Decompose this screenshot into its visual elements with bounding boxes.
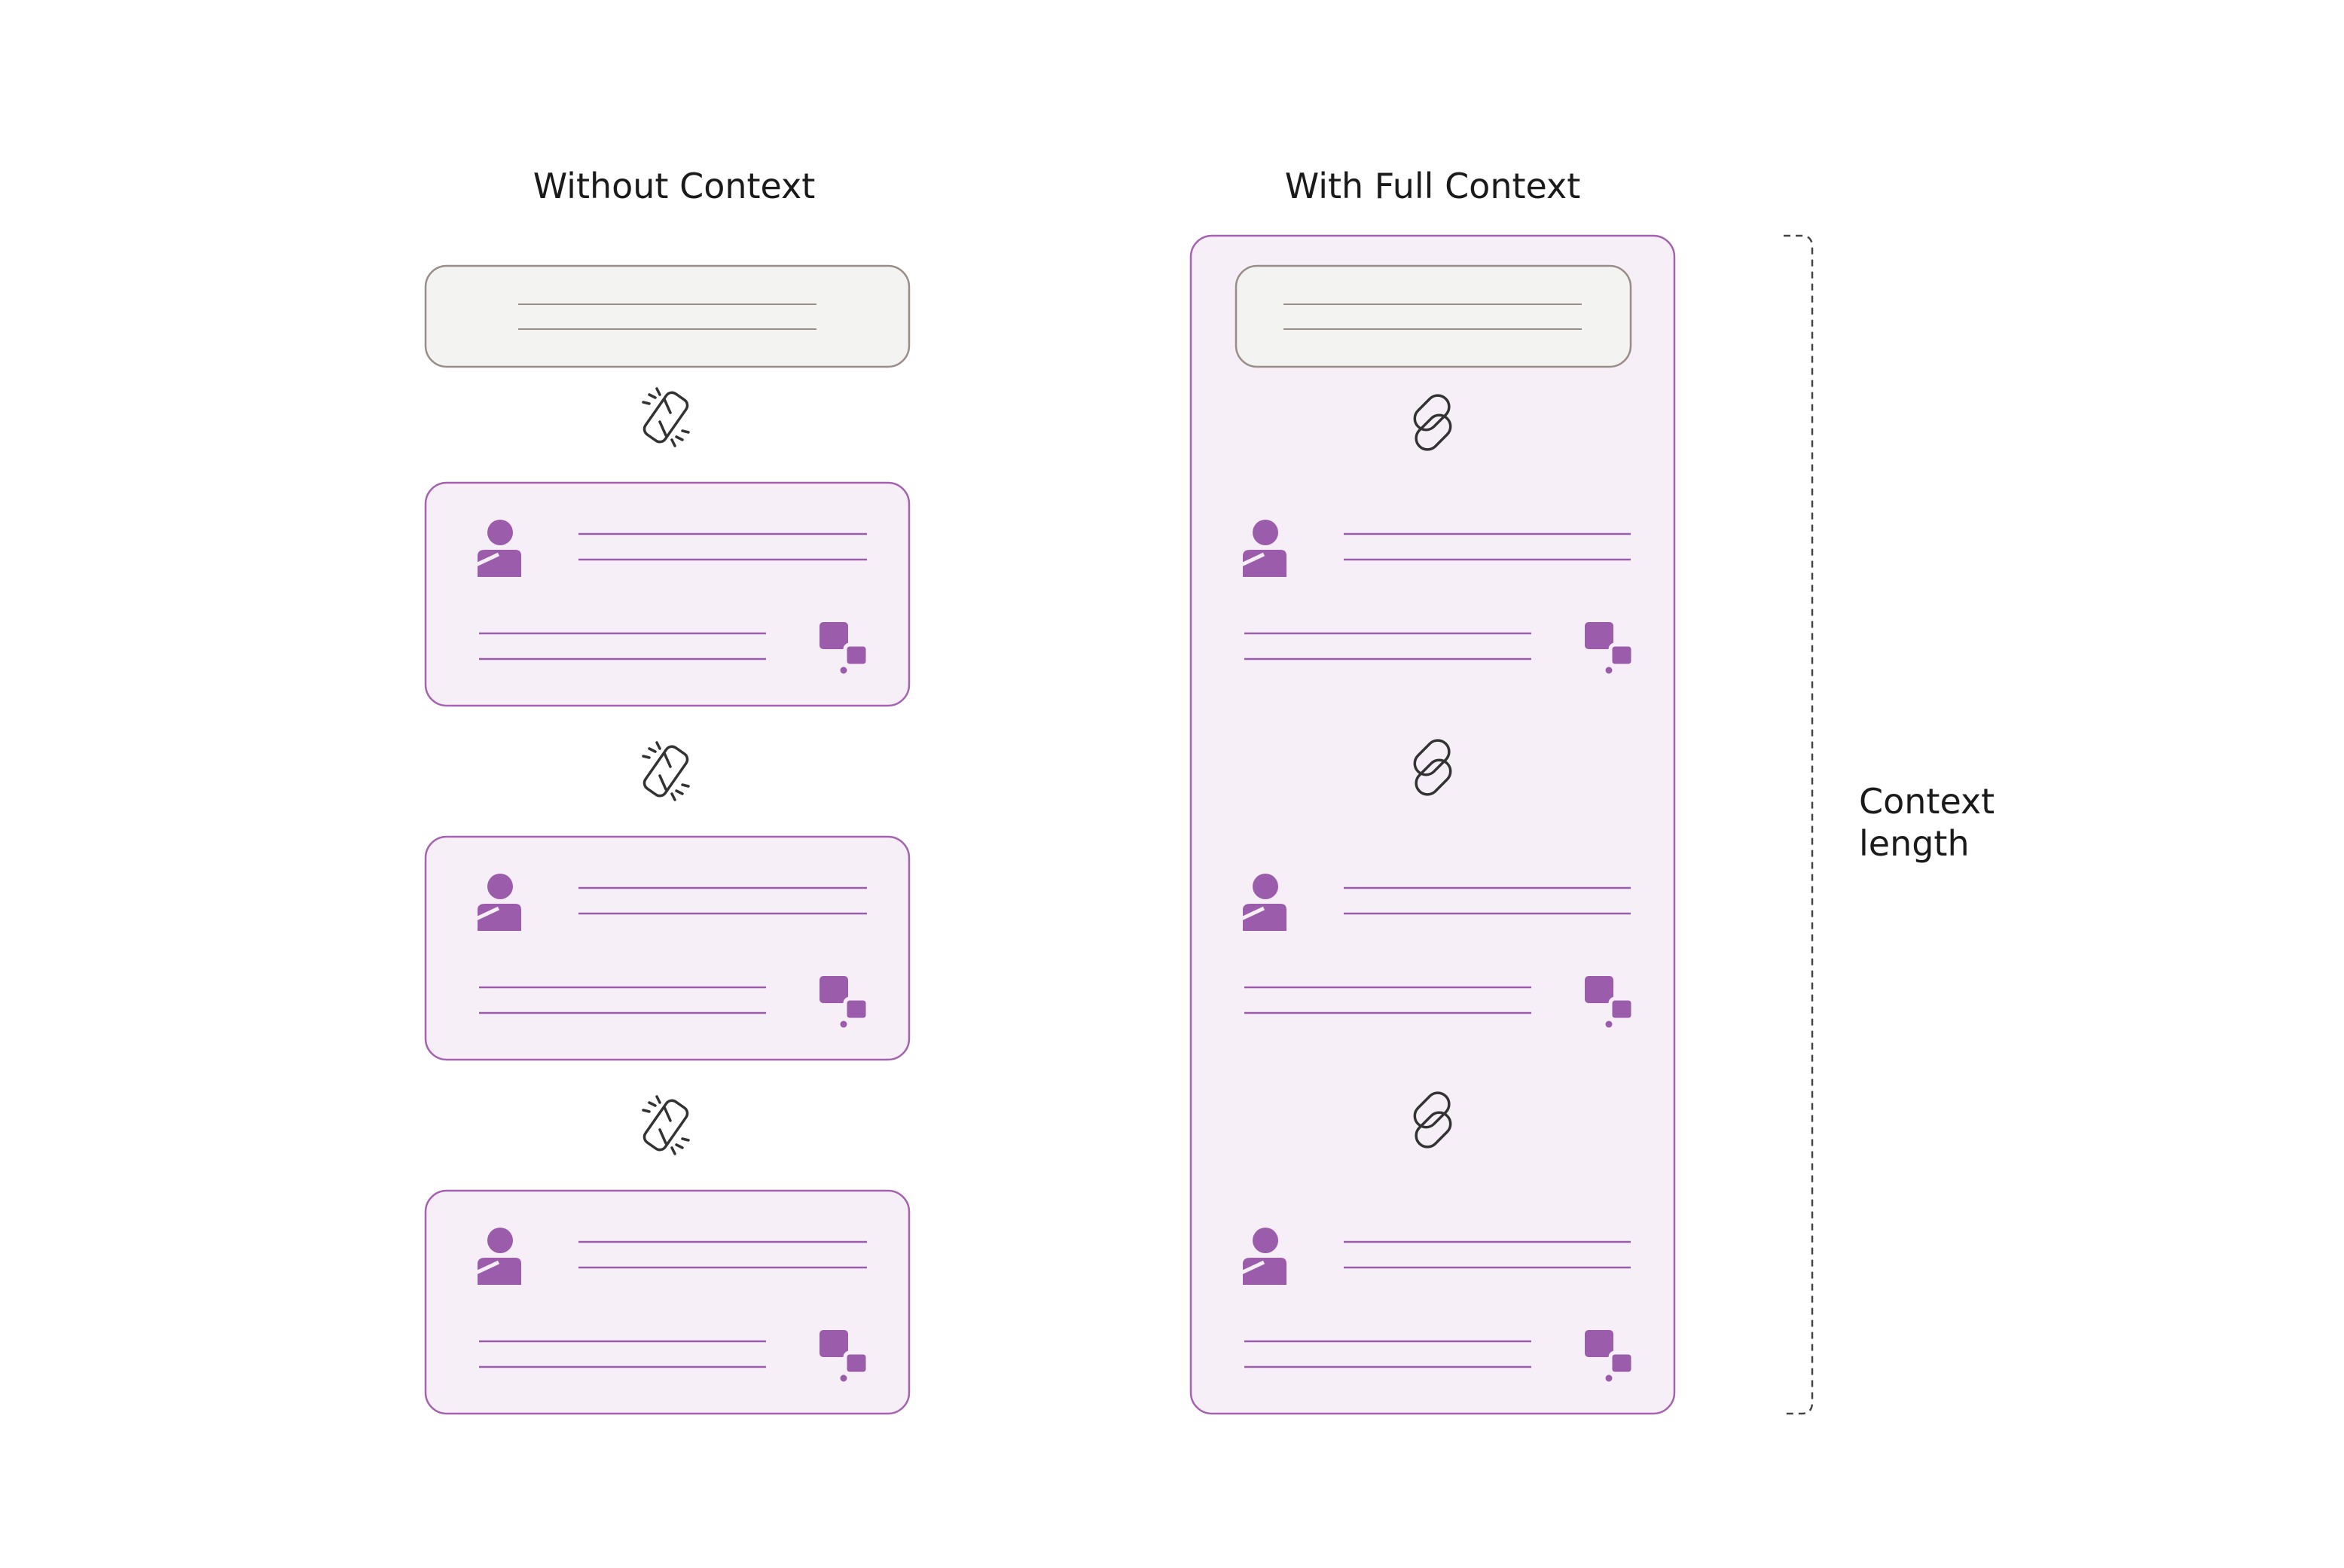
context-length-label-line-2: length — [1859, 823, 1970, 864]
system-prompt-box — [1235, 264, 1632, 368]
context-length-bracket — [1784, 234, 1814, 1415]
message-card — [1241, 520, 1633, 674]
message-card — [424, 835, 911, 1061]
column-title-without-context: Without Context — [533, 166, 816, 206]
broken-link-icon — [640, 741, 691, 801]
broken-link-icon — [640, 387, 691, 447]
message-card — [424, 481, 911, 707]
column-title-with-full-context: With Full Context — [1285, 166, 1581, 206]
message-card — [1241, 874, 1633, 1028]
with-full-context-column — [1189, 234, 1676, 1415]
without-context-column — [424, 264, 911, 1415]
context-length-label-line-1: Context — [1859, 781, 1995, 822]
message-card — [1241, 1228, 1633, 1382]
system-prompt-box — [424, 264, 911, 368]
message-card — [424, 1189, 911, 1415]
context-length-label: Context length — [1859, 781, 2006, 864]
full-context-container — [1189, 234, 1676, 1415]
broken-link-icon — [640, 1095, 691, 1155]
